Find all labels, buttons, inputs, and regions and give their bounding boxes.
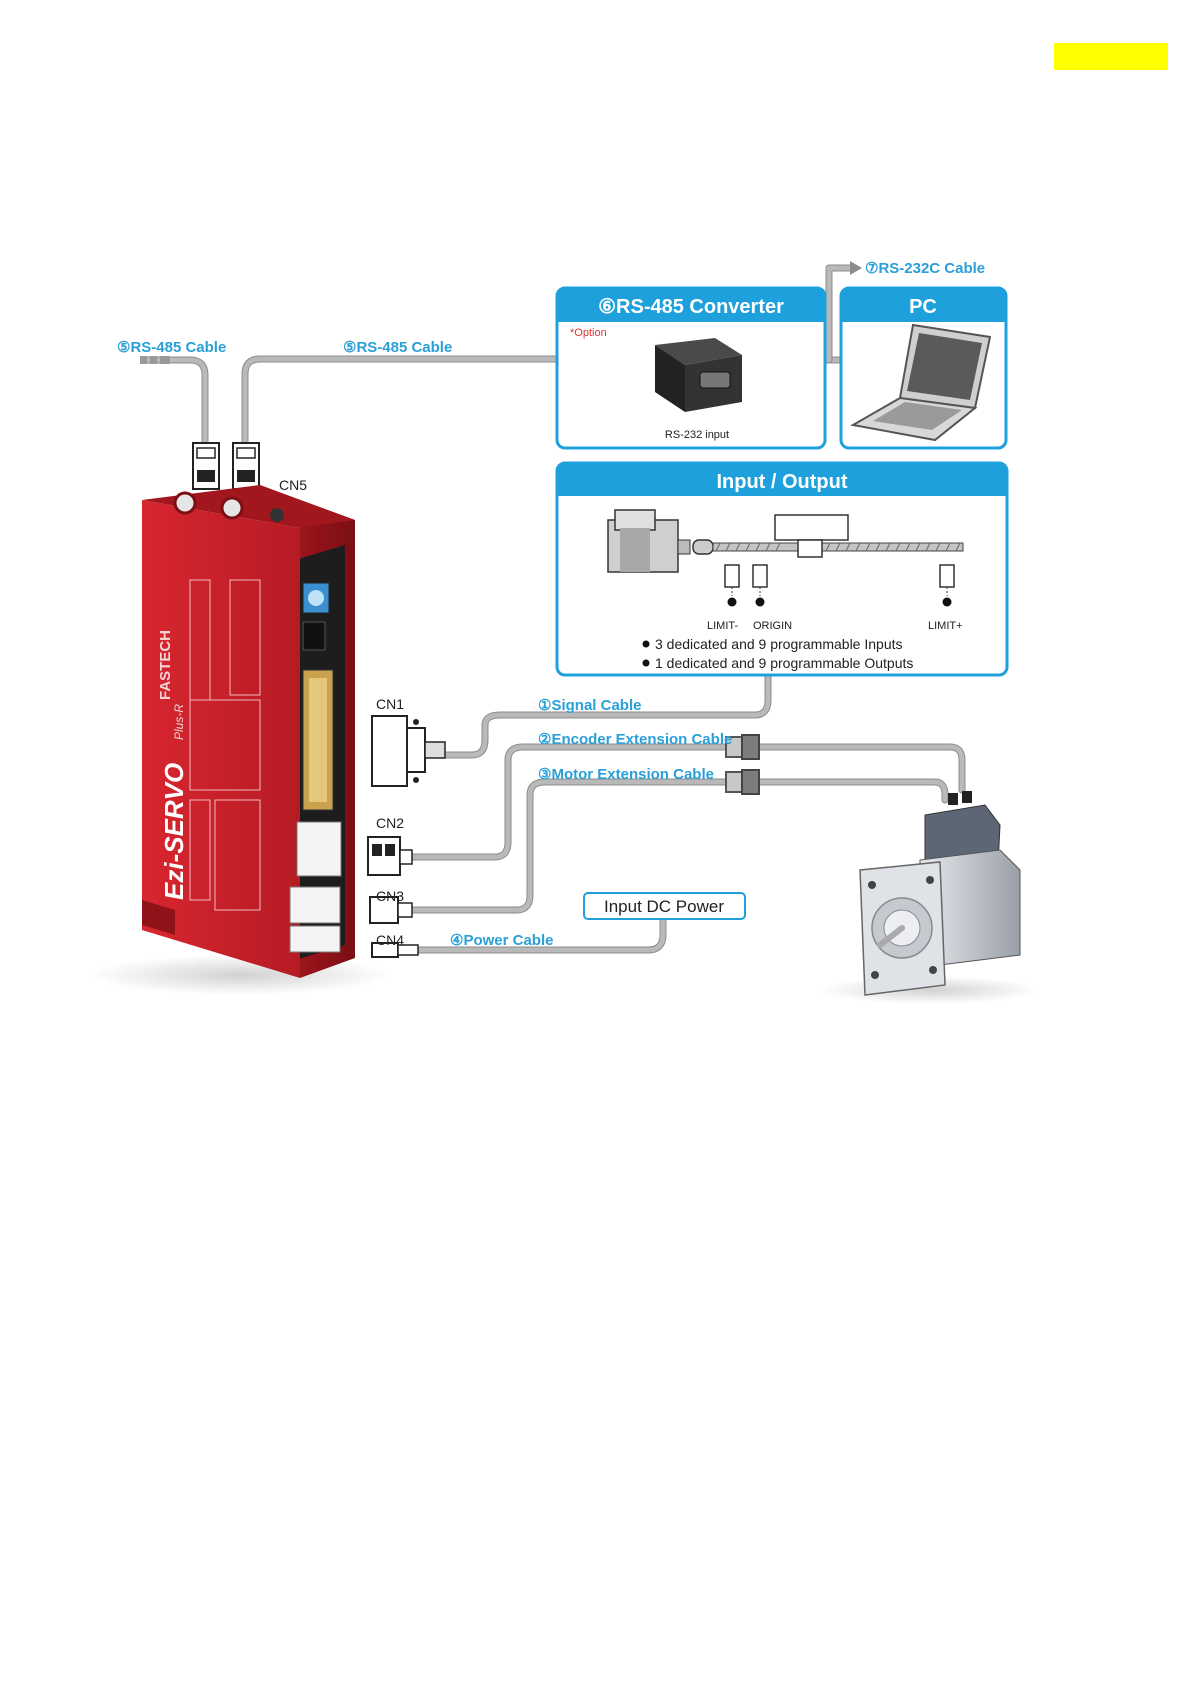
- origin-sensor: [752, 564, 768, 607]
- rs485-cable-mid-label: ⑤RS-485 Cable: [343, 339, 452, 356]
- signal-cable: [441, 667, 772, 759]
- motor-inline-connector: [725, 769, 760, 795]
- input-output-box: Input / Output: [555, 461, 1009, 677]
- limit-plus-label: LIMIT+: [928, 620, 963, 632]
- converter-caption: RS-232 input: [665, 429, 729, 441]
- cn2-connector-plug: [367, 836, 413, 876]
- rs485-cable-left: [140, 356, 209, 449]
- cn1-label: CN1: [376, 696, 404, 712]
- rs485-cable-mid: [241, 355, 561, 449]
- servo-motor: [820, 791, 1040, 1004]
- highlight-marker: [1054, 43, 1168, 70]
- limit-minus-label: LIMIT-: [707, 620, 739, 632]
- input-dc-power-label: Input DC Power: [604, 897, 724, 916]
- power-cable: [414, 913, 667, 954]
- bullet-outputs: 1 dedicated and 9 programmable Outputs: [655, 655, 913, 671]
- encoder-inline-connector: [725, 734, 760, 760]
- io-title: Input / Output: [716, 471, 847, 493]
- motor-cable-label: ③Motor Extension Cable: [538, 766, 714, 783]
- rj45-plug-right: [232, 442, 260, 490]
- cn3-connector-plug: [369, 896, 413, 924]
- cn4-connector-plug: [371, 942, 419, 958]
- driver-variant: Plus-R: [172, 704, 186, 740]
- encoder-extension-cable: [408, 743, 966, 861]
- cn2-label: CN2: [376, 815, 404, 831]
- cn3-label: CN3: [376, 888, 404, 904]
- signal-cable-label: ①Signal Cable: [538, 697, 641, 714]
- origin-label: ORIGIN: [753, 620, 792, 632]
- rj45-plug-left: [192, 442, 220, 490]
- cn1-connector-plug: [371, 715, 446, 787]
- motor-extension-cable: [406, 778, 949, 914]
- option-label: *Option: [570, 327, 607, 339]
- laptop-icon: [850, 323, 992, 442]
- carriage: [774, 514, 849, 541]
- rs232c-cable-label: ⑦RS-232C Cable: [865, 260, 985, 277]
- power-cable-label: ④Power Cable: [450, 932, 553, 949]
- cn5-label: CN5: [279, 477, 307, 493]
- pc-title: PC: [909, 296, 937, 318]
- driver-brand: FASTECH: [157, 630, 174, 700]
- limit-plus-sensor: [939, 564, 955, 607]
- encoder-cable-label: ②Encoder Extension Cable: [538, 731, 732, 748]
- converter-device-icon: [655, 338, 742, 412]
- pc-box: PC: [839, 286, 1008, 450]
- driver-unit: FASTECH Ezi-SERVO Plus-R: [90, 485, 390, 995]
- cn4-label: CN4: [376, 932, 404, 948]
- limit-minus-sensor: [724, 564, 740, 607]
- input-dc-power-box: Input DC Power: [583, 892, 746, 920]
- bullet-icon: [642, 640, 650, 648]
- rs485-converter-box: ⑥RS-485 Converter *Option RS-232 input: [555, 286, 827, 450]
- driver-model: Ezi-SERVO: [159, 763, 189, 900]
- converter-title: ⑥RS-485 Converter: [598, 296, 784, 318]
- bullet-inputs: 3 dedicated and 9 programmable Inputs: [655, 636, 903, 652]
- small-motor-icon: [607, 509, 691, 573]
- arrow-icon: [850, 261, 862, 275]
- rs485-cable-left-label: ⑤RS-485 Cable: [117, 339, 226, 356]
- bullet-icon: [642, 659, 650, 667]
